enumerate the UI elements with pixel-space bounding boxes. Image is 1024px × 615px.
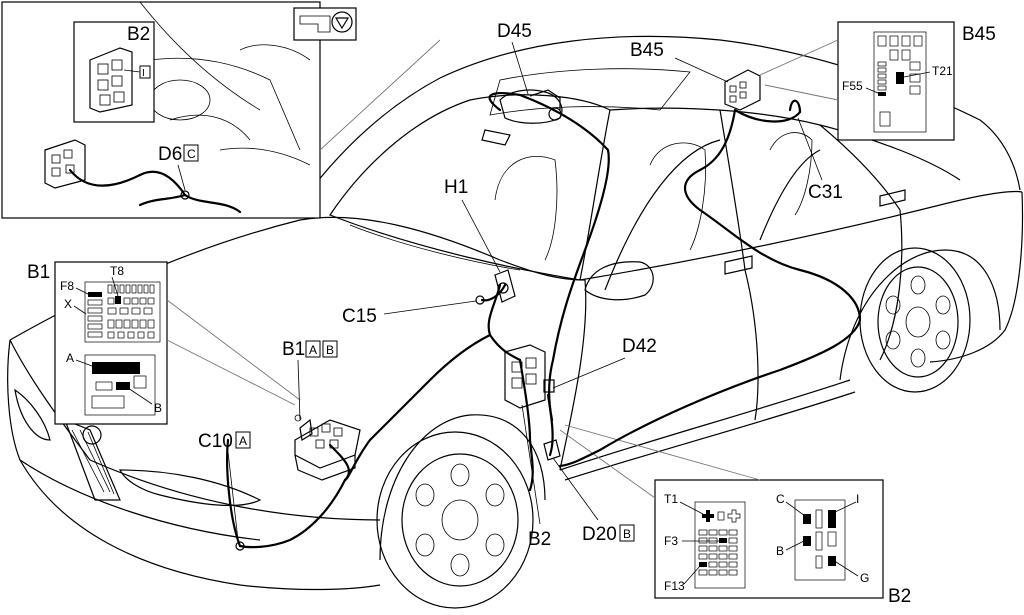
h1-connector [494,269,516,303]
c15-label: C15 [342,306,377,327]
b1-ab-label: B1 [282,339,305,360]
d20-connector [543,439,561,461]
b-label-panel: B [154,401,162,415]
c15-connector [475,295,485,305]
b1-fusebox [294,418,361,481]
c-label-right: C [776,492,785,506]
d45-module [499,89,563,124]
i-label-top: I [142,68,145,79]
d42-label: D42 [622,336,657,357]
b-label-right: B [776,544,784,558]
c10-tag: A [239,434,247,448]
f13-label: F13 [664,579,685,593]
d20-label: D20 [582,524,617,545]
b2-label-top: B2 [127,24,150,45]
d6-label: D6 [158,144,182,165]
c31-label: C31 [808,182,843,203]
g-label-right: G [860,571,869,585]
b1-tag-a: A [309,343,317,357]
inset-dashboard: I B2 D6 C [1,1,357,219]
b1-tag-b: B [326,343,334,357]
f8-label: F8 [60,279,74,293]
b1-detail-panel: B1 T8 F8 X [27,261,168,425]
d45-label: D45 [497,21,532,42]
x-label: X [64,297,72,311]
c10-connector [235,541,245,551]
b2-label-mid: B2 [528,529,551,550]
b2-fusebox [504,344,555,409]
b45-connector [724,69,761,111]
a-label: A [66,351,74,365]
b2-label-bottom: B2 [888,586,911,607]
b1-label: B1 [27,262,50,283]
f55-label: F55 [842,79,863,93]
h1-label: H1 [444,177,468,198]
b45-label-panel: B45 [962,24,996,45]
b2-detail-panel: B2 T1 F3 F13 [654,479,911,607]
d20-tag: B [623,527,631,541]
t1-label: T1 [664,492,678,506]
c10-label: C10 [198,431,233,452]
inset-dashboard-frame [1,1,321,219]
b45-label-connector: B45 [630,40,664,61]
b2-detail-frame [654,479,884,599]
t21-label: T21 [932,64,953,78]
b45-detail-panel: B45 T21 F55 [837,21,996,141]
i-label-right: I [856,492,859,506]
t8-label: T8 [110,264,124,278]
d6-tag: C [187,147,196,161]
f3-label: F3 [664,534,678,548]
